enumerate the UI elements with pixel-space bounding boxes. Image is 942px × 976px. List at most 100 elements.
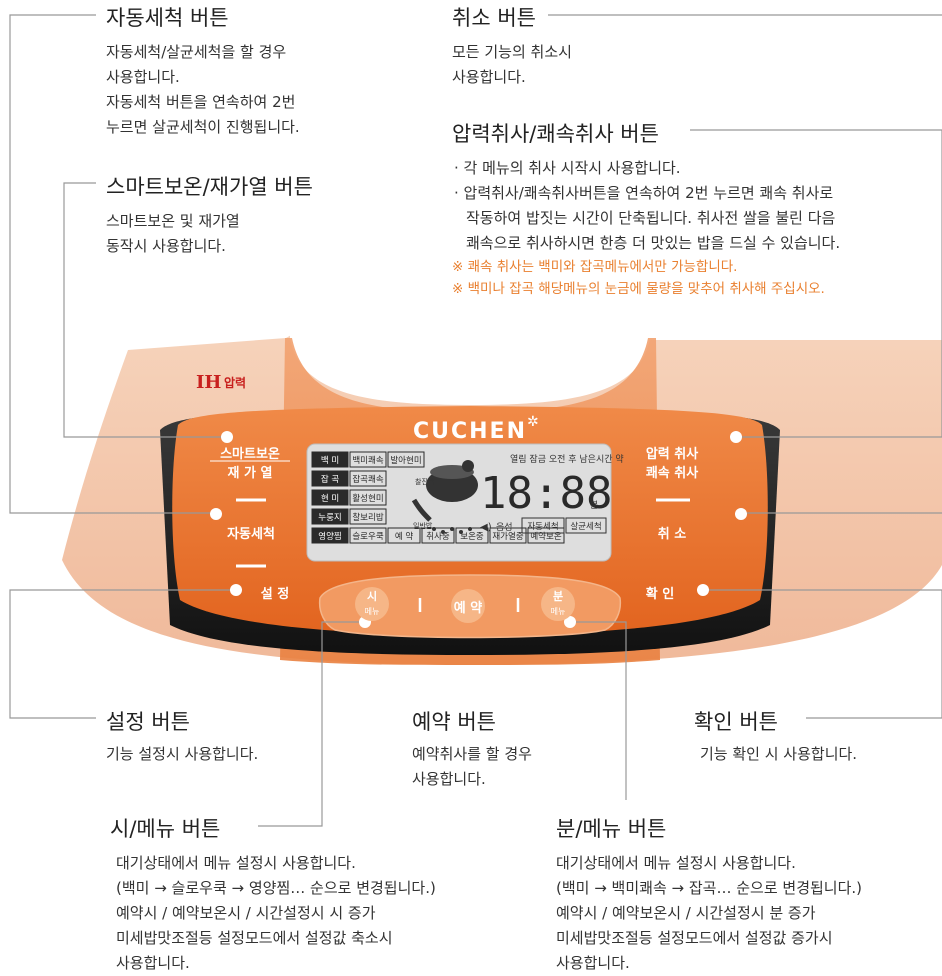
lcd-menu-box — [421, 527, 455, 544]
cuchen-logo: CUCHEN — [413, 419, 527, 444]
callout-reserve-desc: 예약취사를 할 경우 사용합니다. — [412, 742, 532, 792]
callout-pressure-cook: 압력취사/쾌속취사 버튼 · 각 메뉴의 취사 시작시 사용합니다. · 압력취… — [452, 118, 840, 300]
marker-dot-cancel — [735, 508, 747, 520]
panel-top-notch — [290, 330, 650, 405]
ih-sub-label: 압력 — [224, 376, 246, 390]
desc-line: 사용합니다. — [106, 68, 180, 86]
marker-dot-confirm — [697, 584, 709, 596]
lcd-menu-label: 활성현미 — [352, 493, 383, 504]
desc-line: 사용합니다. — [452, 68, 526, 86]
callout-auto-clean-title: 자동세척 버튼 — [106, 6, 229, 30]
callout-confirm: 확인 버튼 기능 확인 시 사용합니다. — [694, 706, 857, 767]
marker-dot-settings — [230, 584, 242, 596]
callout-settings-desc: 기능 설정시 사용합니다. — [106, 742, 258, 767]
callout-settings-title: 설정 버튼 — [106, 710, 190, 734]
desc-line: 예약취사를 할 경우 — [412, 745, 532, 763]
marker-dot-pressure — [730, 431, 742, 443]
marker-dot-autoclean — [210, 508, 222, 520]
callout-smart-keep-warm-desc: 스마트보온 및 재가열 동작시 사용합니다. — [106, 209, 313, 259]
lcd-voice-icon: ◀) — [480, 522, 492, 533]
marker-dot-minute — [564, 616, 576, 628]
desc-line: 스마트보온 및 재가열 — [106, 212, 240, 230]
ih-logo: IH — [196, 372, 221, 393]
lcd-menu-box — [387, 451, 425, 468]
desc-line: (백미 → 슬로우쿡 → 영양찜… 순으로 변경됩니다.) — [116, 879, 436, 897]
lcd-autoclean-label: 자동세척 — [527, 522, 558, 532]
lcd-menu-box — [455, 527, 489, 544]
desc-line: 예약시 / 예약보온시 / 시간설정시 시 증가 — [116, 904, 376, 922]
hour-button-circle[interactable] — [355, 587, 389, 621]
lcd-menu-box — [311, 508, 349, 525]
minute-button-label: 분 — [553, 590, 563, 603]
minute-button-circle[interactable] — [541, 587, 575, 621]
desc-line: 모든 기능의 취소시 — [452, 43, 572, 61]
lcd-menu-box — [349, 527, 387, 544]
desc-line: 예약시 / 예약보온시 / 시간설정시 분 증가 — [556, 904, 816, 922]
lcd-menu-label: 취사중 — [426, 532, 450, 542]
desc-line: 사용합니다. — [412, 770, 486, 788]
auto-clean-button[interactable]: 자동세척 — [227, 526, 275, 542]
note-line: ※ 쾌속 취사는 백미와 잡곡메뉴에서만 가능합니다. — [452, 259, 738, 275]
cancel-button[interactable]: 취 소 — [658, 526, 686, 542]
reserve-button-circle[interactable] — [451, 589, 485, 623]
callout-cancel-desc: 모든 기능의 취소시 사용합니다. — [452, 40, 572, 90]
pressure-cook-button[interactable]: 압력 취사 쾌속 취사 — [646, 446, 698, 481]
desc-line: 기능 설정시 사용합니다. — [106, 745, 259, 763]
lcd-menu-label: 현 미 — [321, 494, 339, 504]
lcd-menu-box — [527, 527, 565, 544]
minute-button-sublabel: 메뉴 — [551, 607, 566, 616]
lcd-menu-box — [311, 451, 349, 468]
lcd-menu-box — [349, 489, 387, 506]
hour-button-sublabel: 메뉴 — [365, 607, 380, 616]
desc-line: 미세밥맛조절등 설정모드에서 설정값 증가시 — [556, 929, 833, 947]
settings-button[interactable]: 설 정 — [261, 586, 289, 602]
pressure-cook-label-2: 쾌속 취사 — [646, 465, 698, 481]
lcd-status-top: 열림 잠금 오전 후 남은시간 약 — [510, 453, 624, 465]
desc-line: (백미 → 백미쾌속 → 잡곡… 순으로 변경됩니다.) — [556, 879, 863, 897]
callout-pressure-cook-notes: ※ 쾌속 취사는 백미와 잡곡메뉴에서만 가능합니다. ※ 백미나 잡곡 해당메… — [452, 256, 840, 300]
callout-hour-menu-title: 시/메뉴 버튼 — [110, 817, 221, 841]
desc-line: 작동하여 밥짓는 시간이 단축됩니다. 취사전 쌀을 불린 다음 — [466, 209, 836, 227]
lcd-menu-label: 백 미 — [321, 455, 339, 466]
lcd-menu-label: 찰보리밥 — [352, 512, 383, 523]
callout-confirm-title: 확인 버튼 — [694, 710, 778, 734]
desc-line: 동작시 사용합니다. — [106, 237, 226, 255]
lcd-menu-label: 영양찜 — [318, 531, 341, 542]
lcd-menu-label: 보온중 — [460, 532, 484, 542]
smart-keep-warm-button[interactable]: 스마트보온 재 가 열 — [210, 446, 290, 481]
lcd-menu-label: 백미쾌속 — [352, 455, 383, 466]
lcd-menu-label: 잡 곡 — [321, 474, 340, 485]
callout-hour-menu: 시/메뉴 버튼 대기상태에서 메뉴 설정시 사용합니다. (백미 → 슬로우쿡 … — [110, 813, 436, 976]
smart-keep-warm-label-2: 재 가 열 — [228, 465, 273, 481]
lcd-menu-label: 발아현미 — [390, 455, 421, 466]
callout-auto-clean-desc: 자동세척/살균세척을 할 경우 사용합니다. 자동세척 버튼을 연속하여 2번 … — [106, 40, 300, 140]
desc-line: 누르면 살균세척이 진행됩니다. — [106, 118, 300, 136]
desc-line: 쾌속으로 취사하시면 한층 더 맛있는 밥을 드실 수 있습니다. — [466, 234, 841, 252]
callout-confirm-desc: 기능 확인 시 사용합니다. — [700, 742, 857, 767]
lcd-menu-label: 예약보온 — [530, 531, 561, 542]
pressure-cook-label-1: 압력 취사 — [646, 446, 698, 462]
cuchen-logo-star: ✲ — [527, 414, 539, 430]
lcd-side-label-2: 일반밥 — [413, 521, 433, 530]
callout-smart-keep-warm-title: 스마트보온/재가열 버튼 — [106, 175, 313, 199]
lcd-sterilize-label: 살균세척 — [570, 522, 601, 532]
callout-reserve-title: 예약 버튼 — [412, 710, 496, 734]
lcd-menu-label: 잡곡쾌속 — [352, 474, 383, 485]
desc-line: 대기상태에서 메뉴 설정시 사용합니다. — [116, 854, 356, 872]
callout-pressure-cook-title: 압력취사/쾌속취사 버튼 — [452, 122, 659, 146]
lcd-digits: 18:88 — [480, 468, 612, 519]
callout-auto-clean: 자동세척 버튼 자동세척/살균세척을 할 경우 사용합니다. 자동세척 버튼을 … — [106, 2, 300, 140]
lcd-unit: 분 — [590, 500, 598, 511]
rice-cooker-pictogram — [411, 460, 478, 534]
lcd-menu-box — [489, 527, 527, 544]
lcd-menu-box — [311, 470, 349, 487]
note-line: ※ 백미나 잡곡 해당메뉴의 눈금에 물량을 맞추어 취사해 주십시오. — [452, 281, 825, 297]
confirm-button[interactable]: 확 인 — [646, 586, 674, 602]
lcd-menu-label: 예 약 — [395, 531, 414, 542]
callout-settings: 설정 버튼 기능 설정시 사용합니다. — [106, 706, 258, 767]
callout-reserve: 예약 버튼 예약취사를 할 경우 사용합니다. — [412, 706, 532, 792]
callout-minute-menu-desc: 대기상태에서 메뉴 설정시 사용합니다. (백미 → 백미쾌속 → 잡곡… 순으… — [556, 851, 862, 976]
reserve-button-label: 예 약 — [454, 600, 482, 616]
marker-dot-smart — [221, 431, 233, 443]
